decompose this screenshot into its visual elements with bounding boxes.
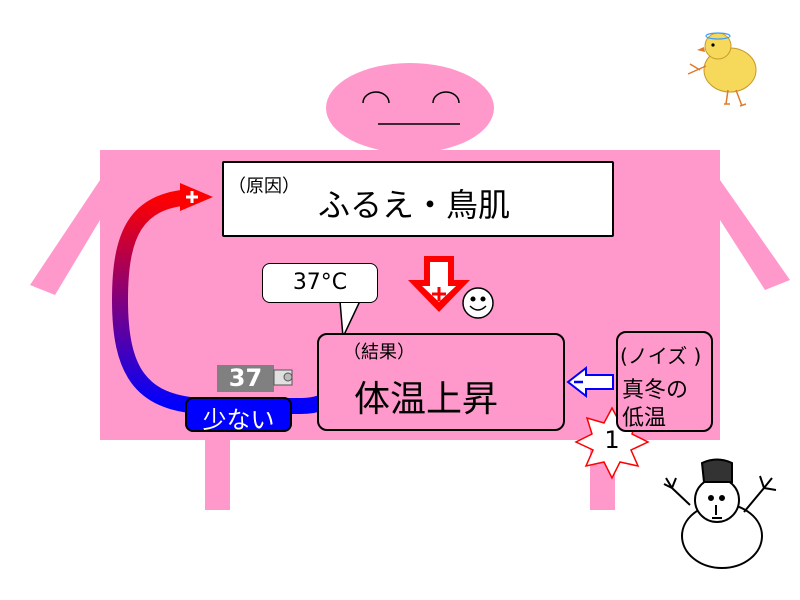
cause-box	[222, 161, 614, 237]
cause-label: ふるえ・鳥肌	[318, 186, 511, 224]
plus-arrowhead	[180, 183, 213, 211]
temperature-bubble-text: 37°C	[292, 270, 348, 295]
thermometer-value: 37	[228, 364, 263, 392]
face	[362, 91, 460, 125]
low-amount-label	[185, 397, 292, 432]
noise-line1: 真冬の	[622, 378, 689, 403]
body-figure	[30, 63, 790, 510]
chick-icon	[687, 32, 757, 107]
noise-prefix: (ノイズ )	[620, 344, 702, 368]
smiley-icon	[462, 287, 494, 319]
snowman-icon	[663, 458, 777, 569]
result-label: 体温上昇	[354, 379, 499, 420]
temperature-bubble	[262, 263, 378, 303]
badge-number: 1	[604, 426, 620, 454]
noise-line2: 低温	[622, 406, 667, 431]
low-amount-text: 少ない	[202, 406, 275, 434]
causal-down-arrow	[408, 256, 470, 312]
result-box	[317, 333, 565, 431]
thermometer-icon	[217, 365, 293, 392]
noise-arrow-icon	[566, 365, 614, 399]
cause-prefix: （原因）	[228, 176, 300, 197]
result-prefix: （結果）	[343, 342, 415, 363]
noise-box	[616, 331, 713, 432]
feedback-loop-arrow	[111, 189, 343, 414]
